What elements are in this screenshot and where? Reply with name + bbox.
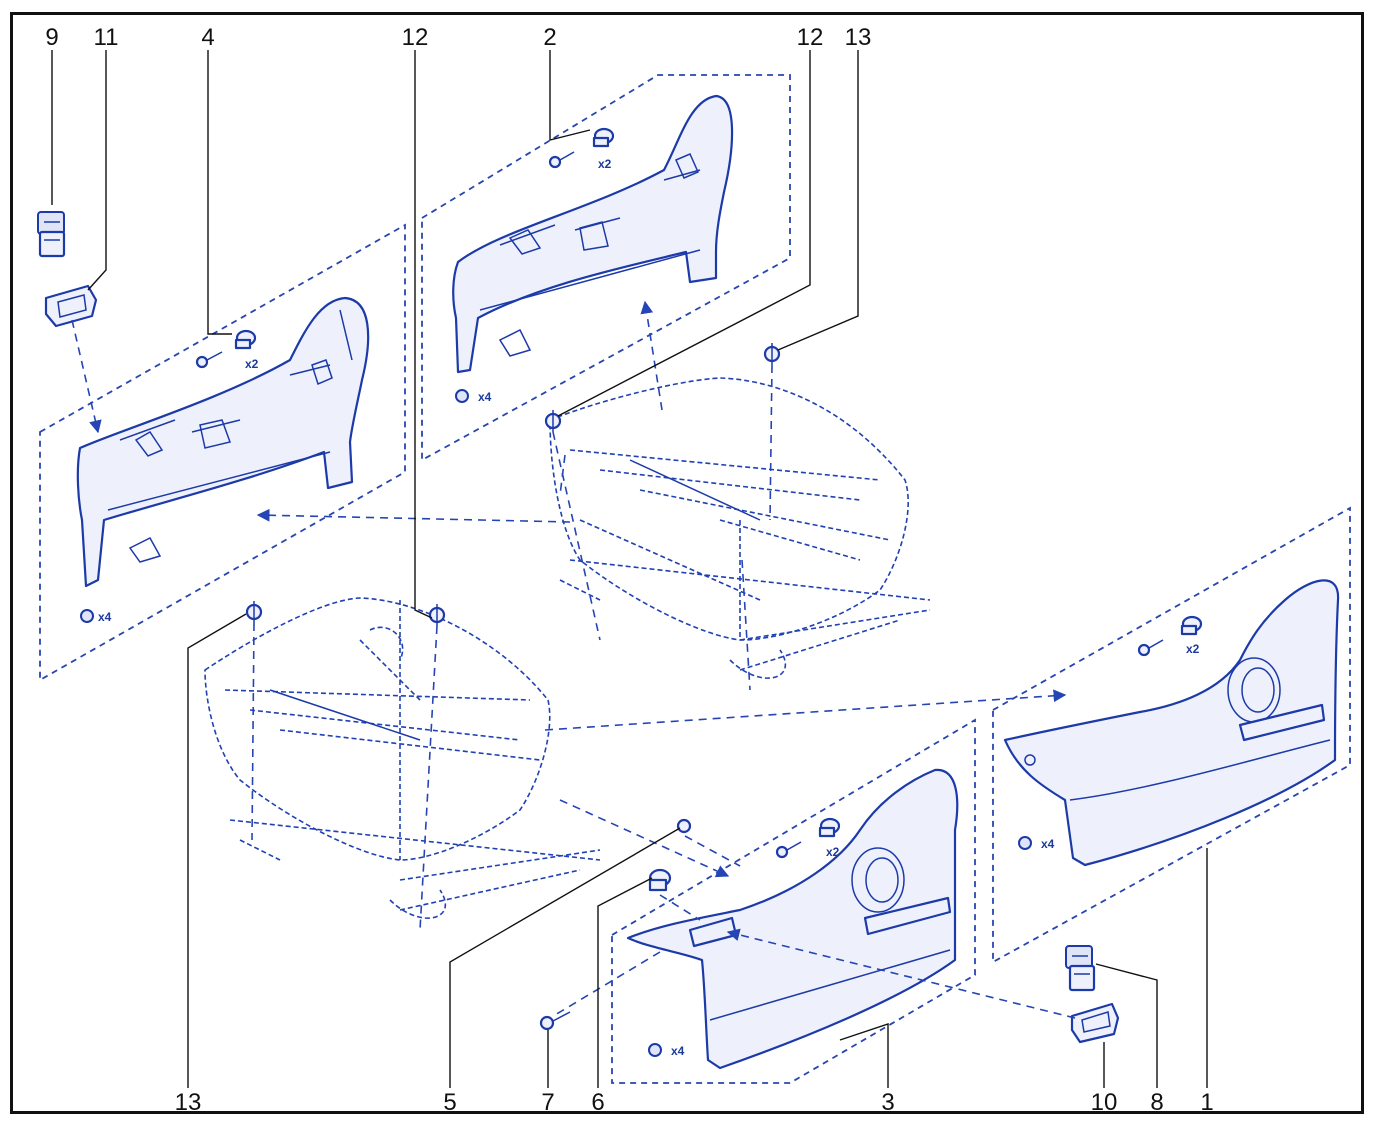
callout-2: 2: [543, 24, 556, 51]
clip-part-6: [648, 868, 672, 892]
front-panel-clip-icon: [648, 1043, 662, 1057]
callout-9: 9: [45, 24, 58, 51]
top-panel-clip-icon: [455, 389, 469, 403]
bezel-part-11: [44, 284, 98, 328]
callout-1: 1: [1200, 1089, 1213, 1116]
callout-7: 7: [541, 1089, 554, 1116]
front-panel-clips-qty: x4: [671, 1044, 685, 1058]
assembly-arrows: [71, 300, 1076, 1019]
front-panel-screws-qty: x2: [826, 845, 840, 859]
right-panel-clip-icon: [1018, 836, 1032, 850]
top-panel-clips-qty: x4: [478, 390, 492, 404]
callout-6: 6: [591, 1089, 604, 1116]
screw-part-7: [539, 1011, 571, 1031]
callout-12-lower: 12: [402, 24, 429, 51]
seat-frame-lower: [204, 597, 601, 919]
switch-part-9: [37, 211, 66, 258]
right-panel-screws-qty: x2: [1186, 642, 1200, 656]
callout-12-upper: 12: [797, 24, 824, 51]
left-panel-clips-qty: x4: [98, 610, 112, 624]
callout-5: 5: [443, 1089, 456, 1116]
seat-side-panel-part-2: [452, 94, 734, 374]
callout-8: 8: [1150, 1089, 1163, 1116]
leader-lines: [51, 50, 1208, 1088]
seat-frame-upper: [549, 377, 931, 679]
group-frame-front-panel: [611, 718, 976, 1084]
left-panel-clip-icon: [80, 609, 94, 623]
nut-part-5: [676, 818, 692, 834]
lower-frame-nut-13: [245, 601, 263, 623]
callout-13-upper: 13: [845, 24, 872, 51]
top-panel-screw-icon: [548, 127, 615, 169]
group-frame-right-panel: [992, 506, 1351, 964]
switch-part-8: [1065, 945, 1096, 992]
bezel-part-10: [1070, 1002, 1120, 1044]
callout-11: 11: [94, 24, 119, 51]
lower-frame-nut-12: [428, 604, 446, 626]
right-panel-screw-icon: [1137, 615, 1203, 657]
side-trim-part-1: [1003, 579, 1340, 867]
callout-3: 3: [881, 1089, 894, 1116]
left-panel-screws-qty: x2: [245, 357, 259, 371]
front-panel-screw-icon: [775, 817, 841, 859]
right-panel-clips-qty: x4: [1041, 837, 1055, 851]
group-frame-top-panel: [421, 74, 791, 462]
upper-frame-nut-12: [544, 410, 562, 432]
callout-13-lower: 13: [175, 1089, 202, 1116]
callout-4: 4: [201, 24, 214, 51]
left-panel-screw-icon: [195, 329, 257, 369]
seat-side-panel-part-4: [76, 296, 370, 588]
group-frame-left-panel: [39, 223, 406, 682]
callout-10: 10: [1091, 1089, 1118, 1116]
side-trim-part-3: [626, 768, 959, 1070]
upper-frame-nut-13: [763, 343, 781, 365]
top-panel-screws-qty: x2: [598, 157, 612, 171]
